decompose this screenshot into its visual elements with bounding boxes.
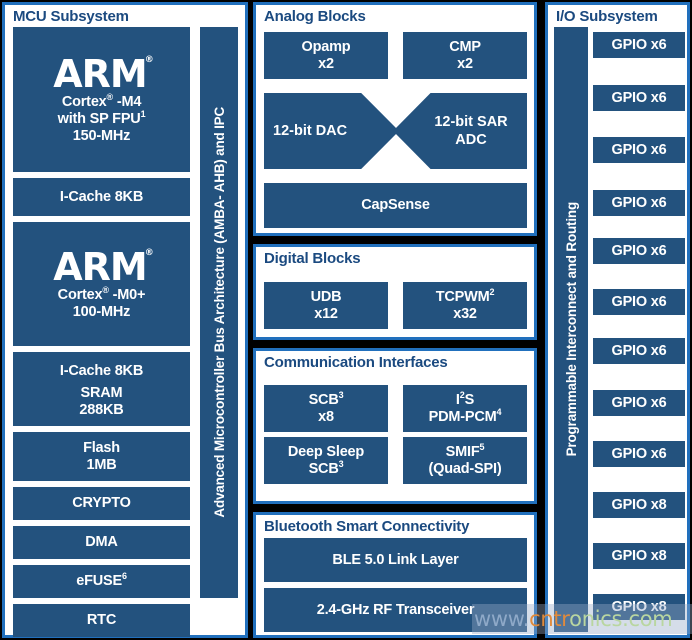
block-flash: Flash 1MB [13,432,190,481]
block-cmp: CMP x2 [403,32,527,79]
block-deep-sleep-scb-line1: Deep Sleep [287,443,365,460]
panel-title-analog-blocks: Analog Blocks [264,8,366,25]
bus-bar-amba-label: Advanced Microcontroller Bus Architectur… [211,107,227,518]
block-cortex-m0plus-line2: 100-MHz [72,304,131,320]
block-opamp-line1: Opamp [301,38,351,55]
block-scb: SCB3 x8 [264,385,388,432]
block-rtc: RTC [13,604,190,637]
block-gpio-3: GPIO x6 [593,137,685,163]
block-flash-line2: 1MB [86,456,117,473]
panel-title-communication-interfaces: Communication Interfaces [264,354,448,371]
block-opamp-line2: x2 [318,55,334,72]
block-udb-line1: UDB [310,288,342,305]
block-udb: UDB x12 [264,282,388,329]
block-tcpwm: TCPWM2 x32 [403,282,527,329]
registered-mark-icon-2: ® [144,248,154,258]
block-cortex-m0plus-line1: Cortex® -M0+ [57,285,146,303]
panel-title-digital-blocks: Digital Blocks [264,250,361,267]
block-cmp-line1: CMP [449,38,481,55]
block-gpio-6: GPIO x6 [593,289,685,315]
block-crypto: CRYPTO [13,487,190,520]
panel-title-mcu-subsystem: MCU Subsystem [13,8,129,25]
block-cortex-m4-line2: with SP FPU1 [57,109,146,127]
block-adc-line1: 12-bit SAR [434,114,508,130]
block-gpio-7: GPIO x6 [593,338,685,364]
block-sram-line2: 288KB [79,401,124,418]
block-smif: SMIF5 (Quad-SPI) [403,437,527,484]
block-deep-sleep-scb: Deep Sleep SCB3 [264,437,388,484]
block-gpio-10: GPIO x8 [593,492,685,518]
block-dac-label: 12-bit DAC [273,123,348,139]
block-icache-1: I-Cache 8KB [13,178,190,216]
block-adc-line2: ADC [455,132,487,148]
block-deep-sleep-scb-line2: SCB3 [308,458,344,477]
block-cortex-m4-line3: 150-MHz [72,128,131,144]
panel-title-io-subsystem: I/O Subsystem [556,8,658,25]
block-flash-line1: Flash [83,439,120,456]
block-smif-line1: SMIF5 [445,441,485,460]
registered-mark-icon: ® [144,55,154,65]
block-i2s-pdm-pcm: I2S PDM-PCM4 [403,385,527,432]
block-tcpwm-line2: x32 [453,305,477,322]
bus-bar-amba: Advanced Microcontroller Bus Architectur… [200,27,238,598]
arm-logo-text-2: ARM [53,245,147,289]
block-i2s-line1: I2S [455,389,475,408]
block-gpio-12: GPIO x8 [593,594,685,620]
block-gpio-11: GPIO x8 [593,543,685,569]
block-capsense: CapSense [264,183,527,228]
block-cortex-m0plus: ARM® Cortex® -M0+ 100-MHz [13,222,190,346]
block-rf-transceiver: 2.4-GHz RF Transceiver [264,588,527,632]
block-cmp-line2: x2 [457,55,473,72]
arm-logo-text: ARM [53,52,147,96]
block-sram: SRAM 288KB [13,377,190,426]
block-cortex-m4: ARM® Cortex® -M4 with SP FPU1 150-MHz [13,27,190,172]
block-cortex-m4-line1: Cortex® -M4 [61,92,142,110]
block-scb-line1: SCB3 [308,389,344,408]
block-scb-line2: x8 [318,408,334,425]
block-tcpwm-line1: TCPWM2 [435,286,495,305]
bus-bar-programmable-routing-label: Programmable Interconnect and Routing [563,202,579,457]
block-efuse-label: eFUSE6 [76,571,127,589]
block-dma: DMA [13,526,190,559]
block-i2s-line2: PDM-PCM4 [428,406,502,425]
arm-logo-icon: ARM® [53,52,153,96]
block-gpio-1: GPIO x6 [593,32,685,58]
arm-logo-icon-2: ARM® [53,245,153,289]
block-gpio-4: GPIO x6 [593,190,685,216]
block-smif-line2: (Quad-SPI) [428,460,502,477]
block-sram-line1: SRAM [80,384,123,401]
bus-bar-programmable-routing: Programmable Interconnect and Routing [554,27,588,632]
block-gpio-9: GPIO x6 [593,441,685,467]
block-gpio-8: GPIO x6 [593,390,685,416]
block-efuse: eFUSE6 [13,565,190,598]
block-gpio-2: GPIO x6 [593,85,685,111]
block-gpio-5: GPIO x6 [593,238,685,264]
block-udb-line2: x12 [314,305,338,322]
block-opamp: Opamp x2 [264,32,388,79]
panel-title-bluetooth-smart-connectivity: Bluetooth Smart Connectivity [264,518,470,535]
block-ble-link-layer: BLE 5.0 Link Layer [264,538,527,582]
